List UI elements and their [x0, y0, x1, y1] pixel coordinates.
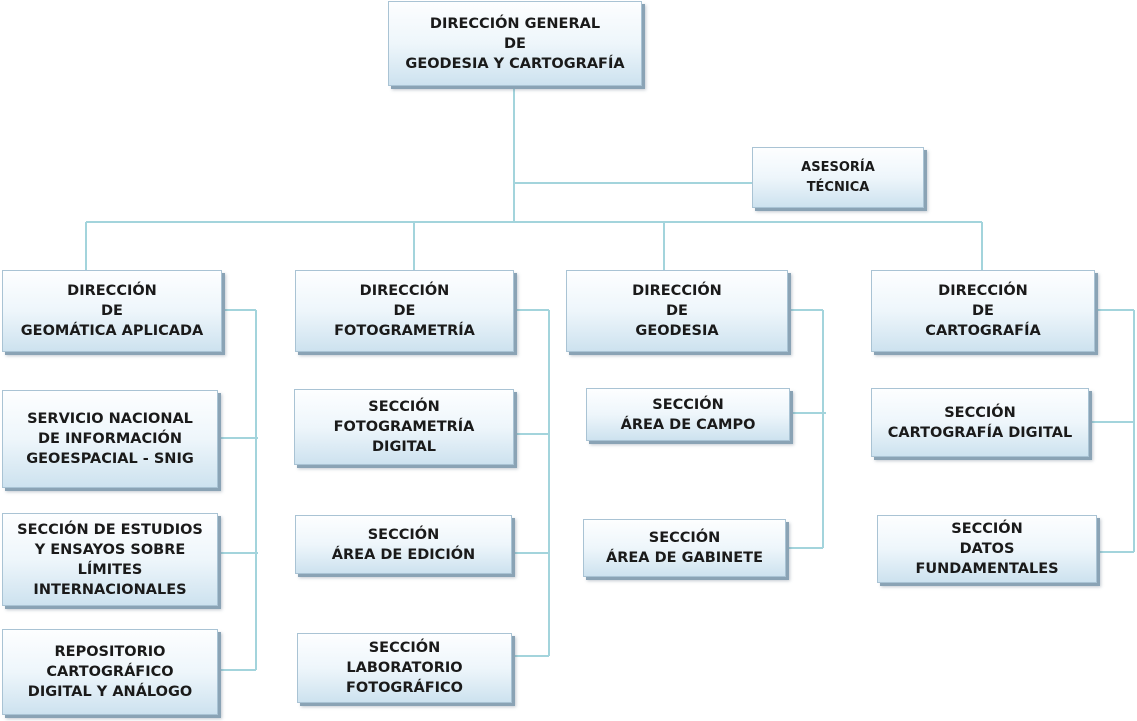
node-repositorio: REPOSITORIO CARTOGRÁFICO DIGITAL Y ANÁLO…	[2, 629, 218, 715]
node-snig: SERVICIO NACIONAL DE INFORMACIÓN GEOESPA…	[2, 390, 218, 488]
node-direccion-geodesia: DIRECCIÓN DE GEODESIA	[566, 270, 788, 352]
node-seccion-area-campo: SECCIÓN ÁREA DE CAMPO	[586, 388, 790, 441]
node-seccion-laboratorio: SECCIÓN LABORATORIO FOTOGRÁFICO	[297, 633, 512, 703]
node-seccion-datos-fundamentales: SECCIÓN DATOS FUNDAMENTALES	[877, 515, 1097, 583]
node-direccion-geomatica: DIRECCIÓN DE GEOMÁTICA APLICADA	[2, 270, 222, 352]
node-seccion-cartografia-digital: SECCIÓN CARTOGRAFÍA DIGITAL	[871, 388, 1089, 457]
node-seccion-limites: SECCIÓN DE ESTUDIOS Y ENSAYOS SOBRE LÍMI…	[2, 513, 218, 606]
node-seccion-area-edicion: SECCIÓN ÁREA DE EDICIÓN	[295, 515, 512, 574]
node-direccion-cartografia: DIRECCIÓN DE CARTOGRAFÍA	[871, 270, 1095, 352]
node-direccion-fotogrametria: DIRECCIÓN DE FOTOGRAMETRÍA	[295, 270, 514, 352]
node-direccion-general: DIRECCIÓN GENERAL DE GEODESIA Y CARTOGRA…	[388, 1, 642, 86]
node-seccion-area-gabinete: SECCIÓN ÁREA DE GABINETE	[583, 519, 786, 577]
node-asesoria-tecnica: ASESORÍA TÉCNICA	[752, 147, 924, 208]
node-seccion-fotogrametria-digital: SECCIÓN FOTOGRAMETRÍA DIGITAL	[294, 389, 514, 465]
